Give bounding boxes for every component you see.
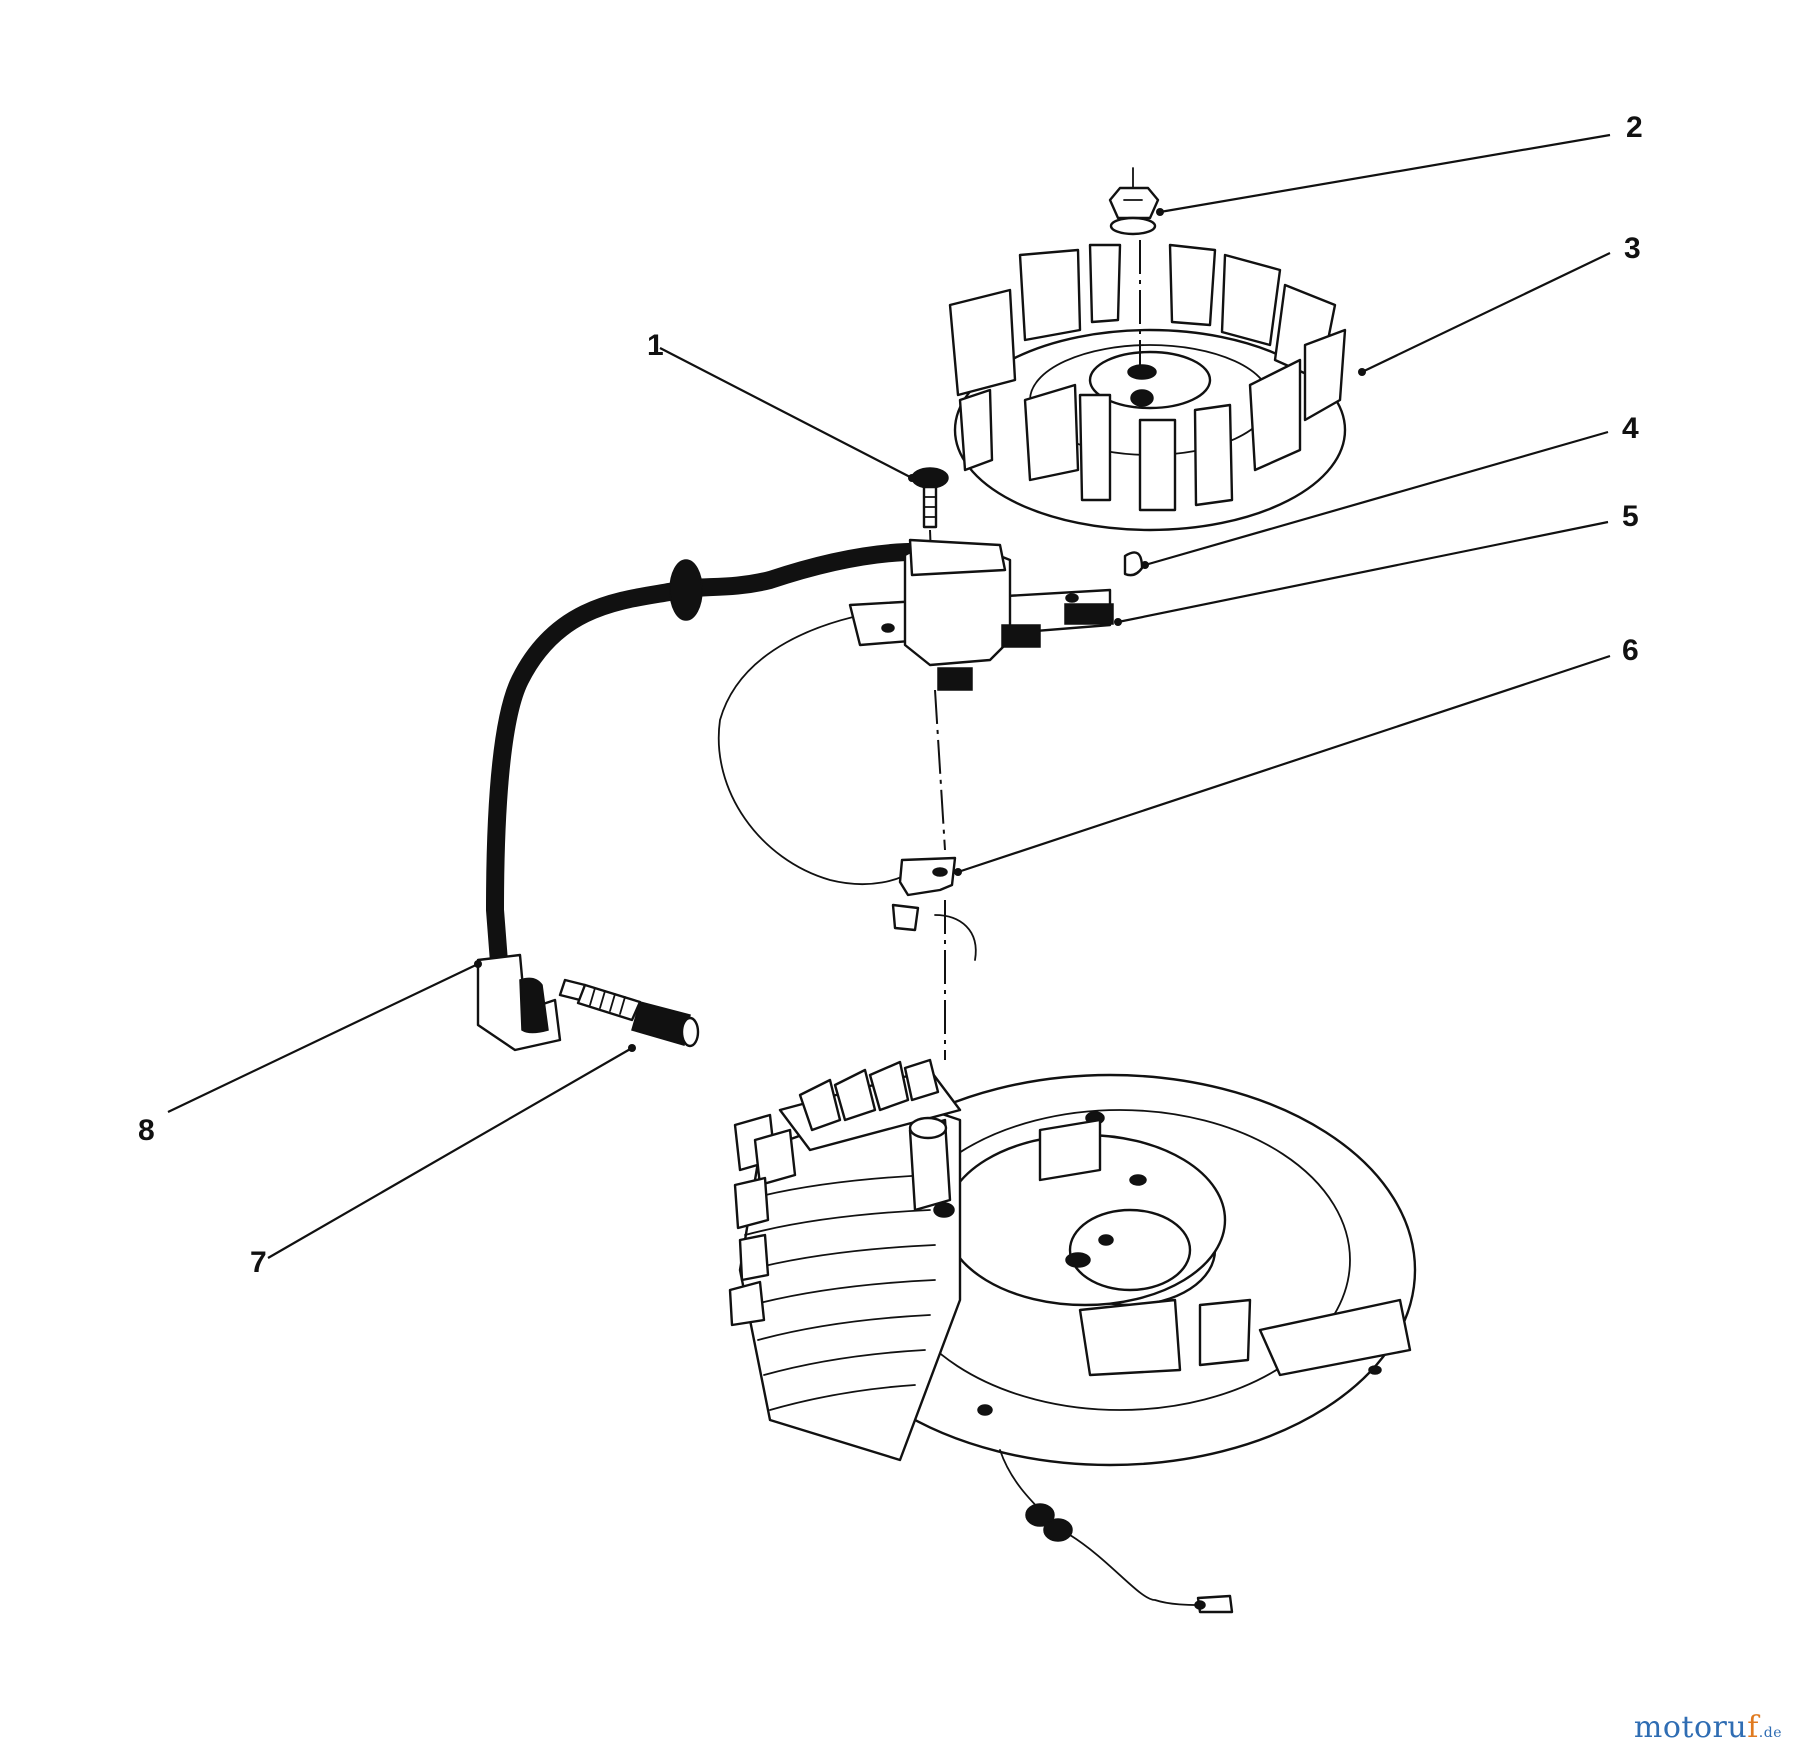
screw	[911, 467, 949, 661]
flywheel-key	[1123, 551, 1144, 577]
callout-7: 7	[250, 1246, 267, 1279]
ground-clip	[891, 856, 977, 1060]
callout-2: 2	[1626, 111, 1643, 144]
watermark-main: motoru	[1633, 1710, 1748, 1745]
flywheel	[948, 243, 1347, 532]
watermark-tld: .de	[1758, 1725, 1782, 1741]
watermark-accent: f	[1747, 1710, 1759, 1745]
callout-4: 4	[1622, 412, 1639, 445]
stop-wire	[999, 1449, 1234, 1614]
callout-1: 1	[647, 329, 664, 362]
spark-plug-boot	[476, 953, 562, 1052]
callouts: 1 2 3 4 5 6 7 8	[138, 111, 1643, 1279]
callout-8: 8	[138, 1114, 155, 1147]
callout-3: 3	[1624, 232, 1641, 265]
flywheel-nut	[1108, 167, 1160, 370]
callout-6: 6	[1622, 634, 1639, 667]
callout-5: 5	[1622, 500, 1639, 533]
leader-lines	[167, 133, 1611, 1259]
site-watermark: motoruf.de	[1634, 1710, 1782, 1745]
ignition-coil	[485, 538, 1114, 984]
engine-block	[728, 1058, 1417, 1467]
spark-plug	[558, 978, 700, 1048]
